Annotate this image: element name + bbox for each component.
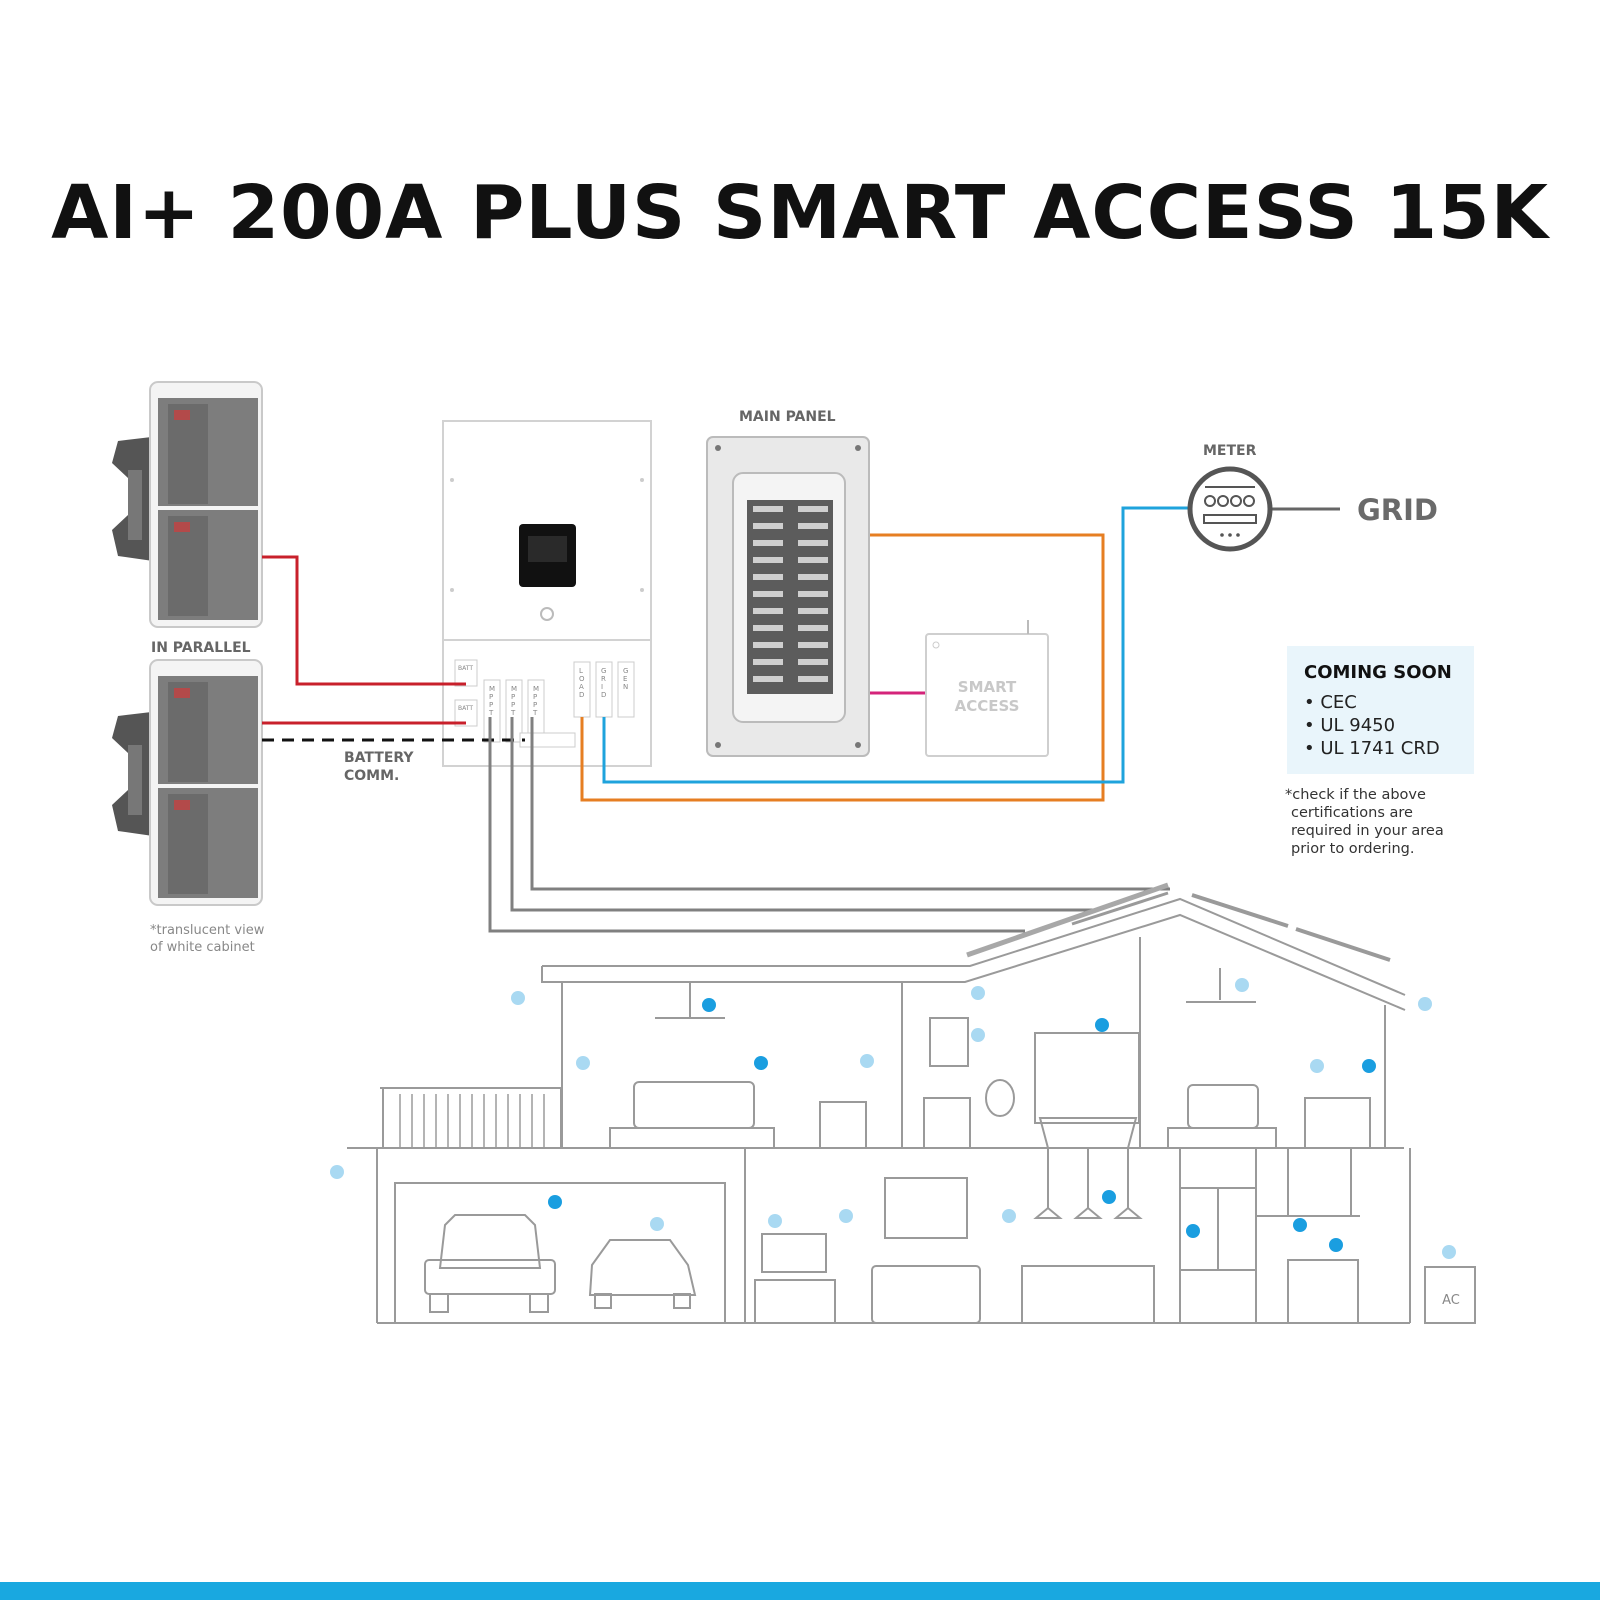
svg-text:E: E [623, 675, 627, 683]
ac-label: AC [1442, 1293, 1460, 1308]
port-label-batt-2: BATT [458, 705, 473, 712]
svg-text:O: O [579, 675, 585, 683]
grid-label: GRID [1357, 493, 1438, 527]
svg-text:T: T [532, 709, 538, 717]
translucent-note-line-1: *translucent view [150, 923, 265, 938]
disclaimer-line: certifications are [1291, 805, 1413, 821]
disclaimer-line: prior to ordering. [1291, 841, 1415, 857]
svg-text:L: L [579, 667, 583, 675]
svg-text:I: I [601, 683, 603, 691]
grid-wire [602, 506, 1190, 784]
translucent-note-line-2: of white cabinet [150, 940, 255, 955]
house [347, 882, 1476, 1324]
svg-text:A: A [579, 683, 584, 691]
svg-text:P: P [533, 693, 537, 701]
svg-text:P: P [489, 701, 493, 709]
meter-label: METER [1203, 443, 1257, 459]
svg-text:T: T [488, 709, 494, 717]
page-title: AI+ 200A PLUS SMART ACCESS 15K [51, 170, 1549, 256]
svg-text:N: N [623, 683, 628, 691]
in-parallel-label: IN PARALLEL [151, 640, 251, 656]
pv-wire-1 [488, 717, 1025, 933]
svg-text:P: P [533, 701, 537, 709]
pv-wire-2 [510, 717, 1095, 912]
svg-text:P: P [511, 693, 515, 701]
coming-soon-box: COMING SOON CEC UL 9450 UL 1741 CRD [1287, 646, 1474, 774]
svg-text:T: T [510, 709, 516, 717]
battery-stack-bottom [112, 659, 263, 906]
svg-text:G: G [601, 667, 606, 675]
svg-text:P: P [511, 701, 515, 709]
inverter [442, 420, 652, 767]
battery-comm-label-2: COMM. [344, 768, 399, 784]
svg-text:M: M [489, 685, 495, 693]
meter-icon [1187, 466, 1273, 552]
svg-text:M: M [533, 685, 539, 693]
load-wire [580, 533, 1105, 802]
load-indicators [330, 978, 1456, 1259]
battery-wire-top [262, 555, 466, 686]
coming-soon-title: COMING SOON [1304, 662, 1452, 683]
svg-text:D: D [579, 691, 584, 699]
certification-list: CEC UL 9450 UL 1741 CRD [1304, 691, 1474, 760]
port-label-grid: GRID [601, 667, 606, 699]
svg-text:G: G [623, 667, 628, 675]
port-label-gen: GEN [623, 667, 628, 691]
certification-disclaimer: *check if the above certifications are r… [1285, 786, 1485, 858]
svg-text:R: R [601, 675, 606, 683]
certification-item: CEC [1304, 691, 1474, 714]
certification-item: UL 1741 CRD [1304, 737, 1474, 760]
pv-wire-3 [530, 717, 1170, 891]
battery-stack-top [112, 381, 263, 628]
svg-text:D: D [601, 691, 606, 699]
disclaimer-line: *check if the above [1285, 787, 1426, 803]
port-label-batt-1: BATT [458, 665, 473, 672]
main-panel [706, 436, 870, 757]
smart-access-label-2: ACCESS [955, 697, 1020, 715]
battery-comm-label-1: BATTERY [344, 750, 414, 766]
svg-text:M: M [511, 685, 517, 693]
smart-access-label-1: SMART [958, 678, 1017, 696]
bottom-accent-bar [0, 1582, 1600, 1600]
certification-item: UL 9450 [1304, 714, 1474, 737]
main-panel-label: MAIN PANEL [739, 409, 836, 425]
svg-text:P: P [489, 693, 493, 701]
disclaimer-line: required in your area [1291, 823, 1444, 839]
smart-access-box [925, 620, 1049, 757]
ac-unit [1424, 1266, 1476, 1324]
